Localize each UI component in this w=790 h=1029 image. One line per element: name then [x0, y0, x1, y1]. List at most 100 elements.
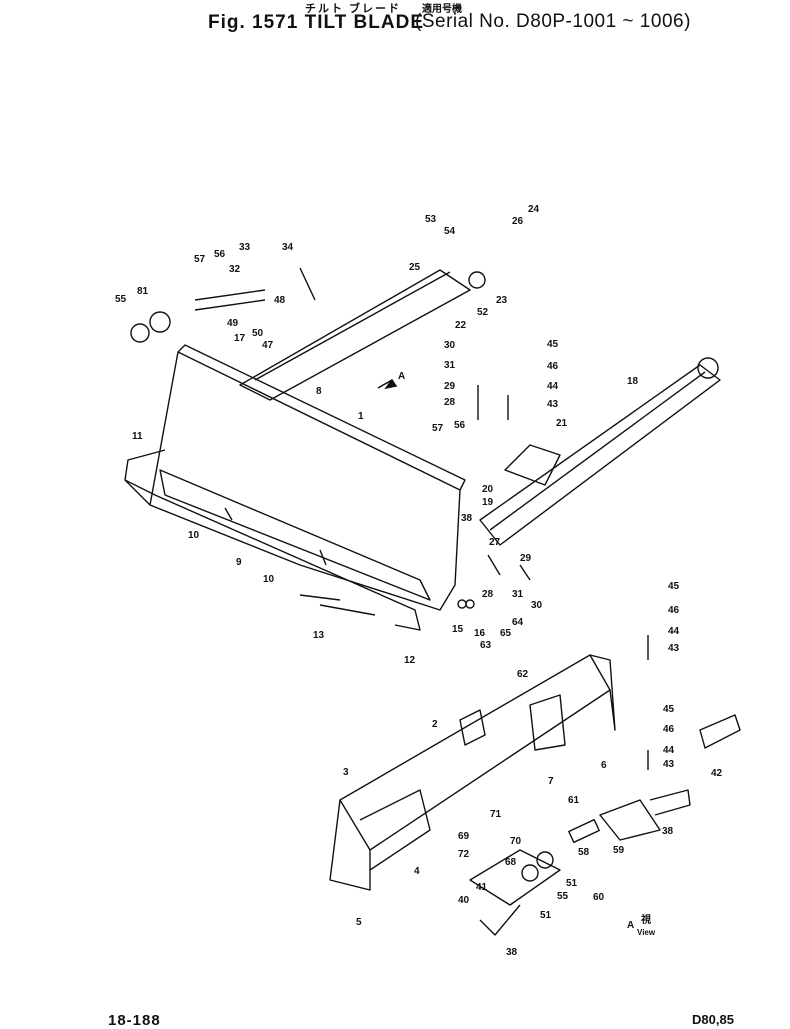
callout: 18	[627, 376, 639, 387]
left-push-arm	[239, 269, 471, 401]
callout: 61	[568, 795, 580, 806]
japanese-title: チルト ブレード	[305, 3, 402, 15]
callout: A	[398, 371, 405, 382]
callout: 60	[593, 892, 605, 903]
callout: 51	[566, 878, 578, 889]
callout: 50	[252, 328, 264, 339]
callout: 49	[227, 318, 239, 329]
callout: 40	[458, 895, 470, 906]
serial-range: (Serial No. D80P-1001 ~ 1006)	[415, 11, 691, 32]
callout: 65	[500, 628, 512, 639]
callout: 54	[444, 226, 456, 237]
callout: 31	[512, 589, 524, 600]
callout: 25	[409, 262, 421, 273]
callout: 21	[556, 418, 568, 429]
callout: 62	[517, 669, 529, 680]
callout: 11	[132, 431, 143, 442]
callout: 68	[505, 857, 517, 868]
callout: 9	[236, 557, 242, 568]
callout: 27	[489, 537, 501, 548]
page-number: 18-188	[108, 1012, 161, 1029]
blade-frame	[339, 654, 611, 851]
callout: 48	[274, 295, 286, 306]
callout: 38	[506, 947, 518, 958]
model-code: D80,85	[692, 1012, 734, 1027]
callout: 29	[444, 381, 456, 392]
callout: 44	[547, 381, 559, 392]
callout: 58	[578, 847, 590, 858]
callout: 34	[282, 242, 294, 253]
callout: 30	[531, 600, 543, 611]
callout: 56	[214, 249, 226, 260]
callout: 55	[557, 891, 569, 902]
callout: 15	[452, 624, 464, 635]
callout: 52	[477, 307, 489, 318]
callout: 64	[512, 617, 524, 628]
japanese-applicable-label: 適用号機	[422, 4, 462, 15]
callout: 63	[480, 640, 492, 651]
right-push-arm	[479, 364, 721, 546]
callout: 59	[613, 845, 625, 856]
callout: 31	[444, 360, 456, 371]
callout: 38	[662, 826, 674, 837]
callout: 16	[474, 628, 486, 639]
callout: 43	[668, 643, 680, 654]
cutting-edge	[159, 469, 431, 601]
callout: 71	[490, 809, 502, 820]
callout: 69	[458, 831, 470, 842]
callout: 70	[510, 836, 522, 847]
callout: 30	[444, 340, 456, 351]
callout-labels: 53 54 26 24 25 23 22 52 57 56 33 34 32 8…	[115, 204, 723, 958]
callout: 8	[316, 386, 322, 397]
callout: 3	[343, 767, 349, 778]
view-a-word: View	[637, 928, 656, 937]
callout: 2	[432, 719, 438, 730]
callout: 56	[454, 420, 466, 431]
callout: 57	[432, 423, 444, 434]
figure-title: Fig. 1571 TILT BLADE	[208, 12, 425, 33]
callout: 19	[482, 497, 494, 508]
callout: 46	[547, 361, 559, 372]
callout: 17	[234, 333, 246, 344]
callout: 10	[188, 530, 200, 541]
callout: 42	[711, 768, 723, 779]
callout: 32	[229, 264, 241, 275]
callout: 4	[414, 866, 420, 877]
callout: 10	[263, 574, 275, 585]
callout: 81	[137, 286, 149, 297]
callout: 51	[540, 910, 552, 921]
callout: 44	[663, 745, 675, 756]
callout: 33	[239, 242, 251, 253]
callout: 23	[496, 295, 508, 306]
callout: 47	[262, 340, 274, 351]
callout: 45	[547, 339, 559, 350]
callout: 55	[115, 294, 127, 305]
brace-cylinder	[469, 849, 561, 906]
view-a-label: A 視 View	[627, 913, 656, 937]
callout: 5	[356, 917, 362, 928]
callout: 43	[547, 399, 559, 410]
callout: 57	[194, 254, 206, 265]
callout: 46	[663, 724, 675, 735]
callout: 7	[548, 776, 554, 787]
callout: 29	[520, 553, 532, 564]
callout: 46	[668, 605, 680, 616]
callout: 6	[601, 760, 607, 771]
callout: 44	[668, 626, 680, 637]
callout: 20	[482, 484, 494, 495]
callout: 72	[458, 849, 470, 860]
callout: 53	[425, 214, 437, 225]
callout: 45	[663, 704, 675, 715]
callout: 28	[444, 397, 456, 408]
callout: 45	[668, 581, 680, 592]
view-a-jp: 視	[640, 913, 651, 926]
callout: 38	[461, 513, 473, 524]
callout: 24	[528, 204, 540, 215]
blade-plate	[149, 351, 461, 611]
callout: 12	[404, 655, 416, 666]
callout: 28	[482, 589, 494, 600]
callout: 1	[358, 411, 364, 422]
callout: 26	[512, 216, 524, 227]
callout: 43	[663, 759, 675, 770]
